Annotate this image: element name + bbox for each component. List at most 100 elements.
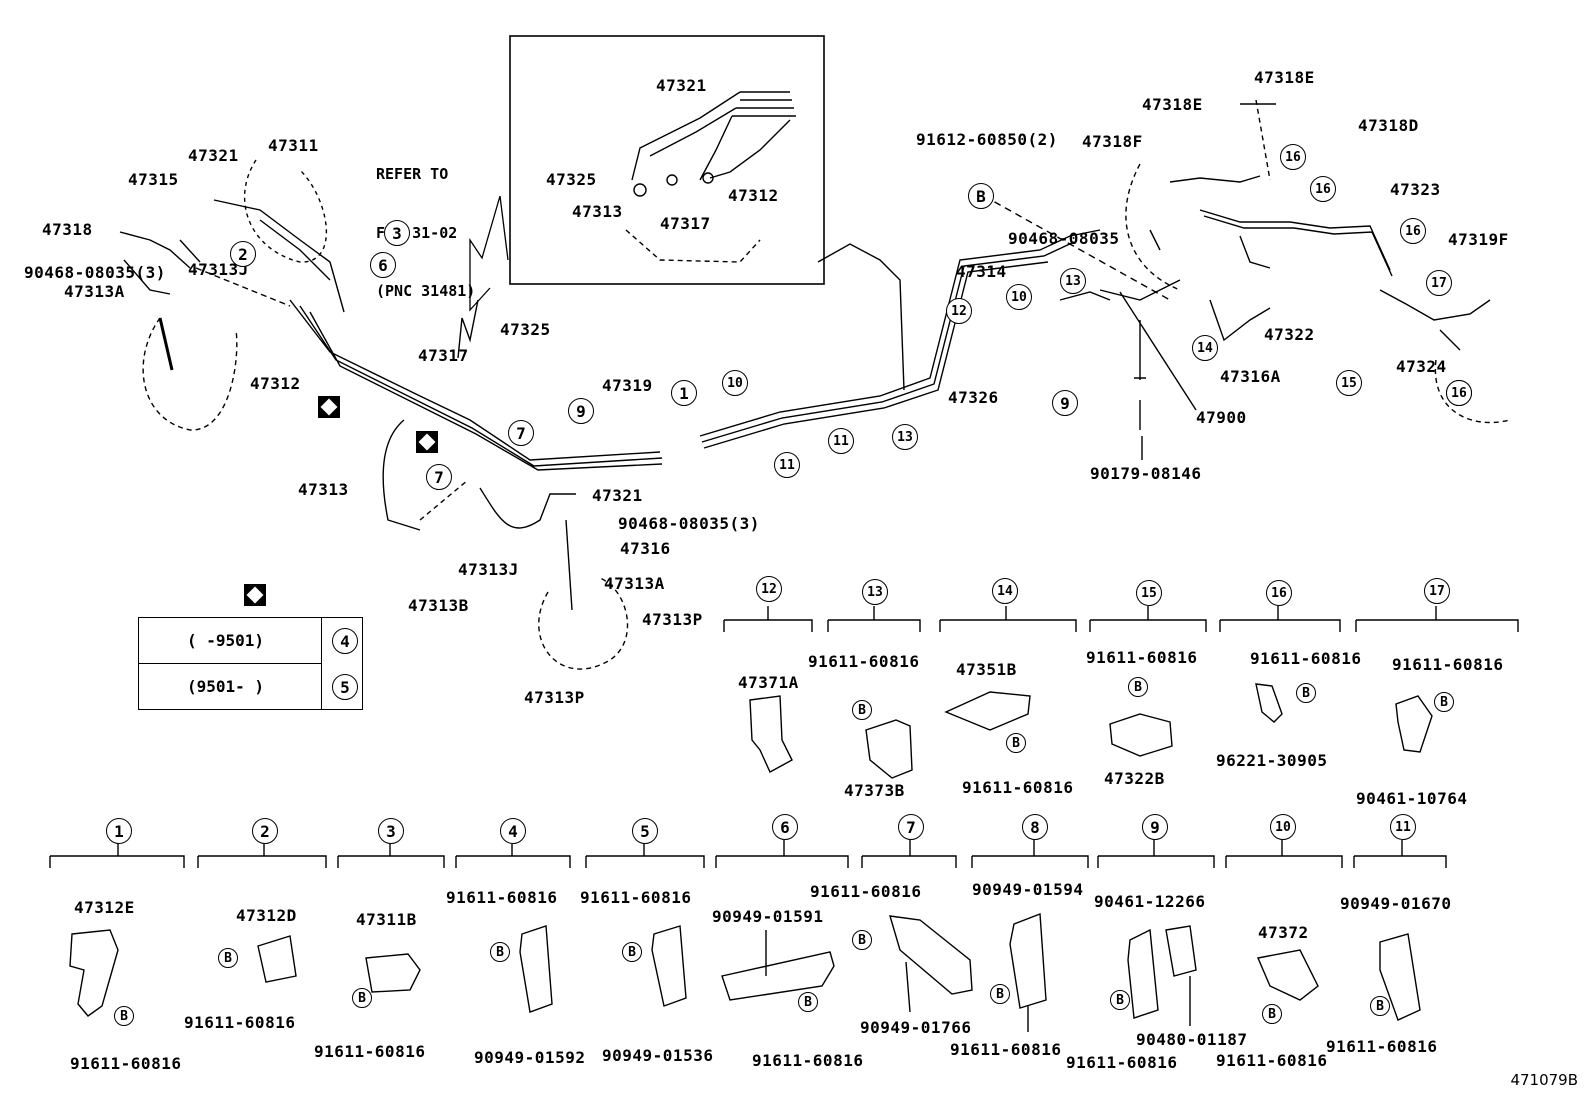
part-number-label: 47351B: [956, 660, 1017, 679]
legend-row-2: (9501- ): [139, 664, 322, 710]
callout-number: 14: [992, 578, 1018, 604]
part-number-label: 47325: [500, 320, 551, 339]
bolt-marker: B: [490, 942, 510, 962]
part-number-label: 91611-60816: [70, 1054, 182, 1073]
part-number-label: 47326: [948, 388, 999, 407]
part-number-label: 91612-60850(2): [916, 130, 1058, 149]
bolt-marker: B: [1262, 1004, 1282, 1024]
part-number-label: 47318F: [1082, 132, 1143, 151]
part-number-label: 91611-60816: [1326, 1037, 1438, 1056]
part-number-label: 47312D: [236, 906, 297, 925]
part-number-label: 47313P: [524, 688, 585, 707]
callout-number: 16: [1266, 580, 1292, 606]
legend-row-1: ( -9501): [139, 618, 322, 664]
callout-number: 12: [946, 298, 972, 324]
bolt-marker: B: [1434, 692, 1454, 712]
bolt-marker: B: [852, 930, 872, 950]
part-number-label: 47324: [1396, 357, 1447, 376]
bolt-marker: B: [114, 1006, 134, 1026]
part-number-label: 91611-60816: [1250, 649, 1362, 668]
part-number-label: 47321: [592, 486, 643, 505]
callout-number: 7: [508, 420, 534, 446]
callout-number: 9: [1142, 814, 1168, 840]
part-number-label: 47371A: [738, 673, 799, 692]
callout-number: 3: [384, 220, 410, 246]
bolt-marker: B: [1006, 733, 1026, 753]
part-number-label: 91611-60816: [1066, 1053, 1178, 1072]
part-number-label: 90949-01536: [602, 1046, 714, 1065]
callout-number: 2: [252, 818, 278, 844]
callout-number: 17: [1424, 578, 1450, 604]
part-number-label: 47313: [572, 202, 623, 221]
bolt-marker: B: [1110, 990, 1130, 1010]
part-number-label: 47312: [250, 374, 301, 393]
part-number-label: 90949-01592: [474, 1048, 586, 1067]
refer-line-1: REFER TO: [376, 165, 449, 183]
part-number-label: 47314: [956, 262, 1007, 281]
bolt-marker: B: [1296, 683, 1316, 703]
part-number-label: 47318E: [1254, 68, 1315, 87]
callout-number: 1: [671, 380, 697, 406]
legend-table: ( -9501) (9501- ) 4 5: [138, 617, 363, 710]
legend-callout-1: 4: [332, 628, 358, 654]
callout-number: 16: [1400, 218, 1426, 244]
callout-number: 11: [1390, 814, 1416, 840]
bolt-marker: B: [990, 984, 1010, 1004]
part-number-label: 47318E: [1142, 95, 1203, 114]
callout-number: 5: [632, 818, 658, 844]
callout-number: 2: [230, 241, 256, 267]
part-number-label: 47312E: [74, 898, 135, 917]
diamond-marker: [318, 396, 340, 418]
part-number-label: 47321: [188, 146, 239, 165]
callout-number: 1: [106, 818, 132, 844]
part-number-label: 91611-60816: [1086, 648, 1198, 667]
refer-line-3: (PNC 31481): [376, 282, 476, 300]
callout-number: 6: [370, 252, 396, 278]
part-number-label: 96221-30905: [1216, 751, 1328, 770]
callout-number: 13: [892, 424, 918, 450]
part-number-label: 47313A: [64, 282, 125, 301]
part-number-label: 47312: [728, 186, 779, 205]
part-number-label: 47313: [298, 480, 349, 499]
bolt-marker: B: [622, 942, 642, 962]
part-number-label: 91611-60816: [314, 1042, 426, 1061]
part-number-label: 47317: [418, 346, 469, 365]
callout-number: 11: [774, 452, 800, 478]
part-number-label: 47319: [602, 376, 653, 395]
callout-number: 7: [426, 464, 452, 490]
part-number-label: 47317: [660, 214, 711, 233]
part-number-label: 90480-01187: [1136, 1030, 1248, 1049]
part-number-label: 90949-01594: [972, 880, 1084, 899]
part-number-label: 47313J: [188, 260, 249, 279]
callout-number: 16: [1280, 144, 1306, 170]
bolt-marker: B: [352, 988, 372, 1008]
diamond-marker: [244, 584, 266, 606]
callout-number: 7: [898, 814, 924, 840]
part-number-label: 47318: [42, 220, 93, 239]
part-number-label: 91611-60816: [810, 882, 922, 901]
part-number-label: 91611-60816: [752, 1051, 864, 1070]
part-number-label: 90468-08035: [1008, 229, 1120, 248]
callout-number: 10: [1270, 814, 1296, 840]
part-number-label: 91611-60816: [580, 888, 692, 907]
part-number-label: 90949-01591: [712, 907, 824, 926]
bolt-marker: B: [852, 700, 872, 720]
bolt-marker: B: [1128, 677, 1148, 697]
part-number-label: 47373B: [844, 781, 905, 800]
part-number-label: 47313P: [642, 610, 703, 629]
bolt-marker: B: [798, 992, 818, 1012]
callout-number: 15: [1136, 580, 1162, 606]
part-number-label: 91611-60816: [184, 1013, 296, 1032]
part-number-label: 90461-10764: [1356, 789, 1468, 808]
callout-number: 13: [862, 579, 888, 605]
callout-number: 14: [1192, 335, 1218, 361]
callout-number: 13: [1060, 268, 1086, 294]
callout-number: 9: [1052, 390, 1078, 416]
part-number-label: 91611-60816: [962, 778, 1074, 797]
part-number-label: 91611-60816: [1216, 1051, 1328, 1070]
part-number-label: 47322B: [1104, 769, 1165, 788]
part-number-label: 91611-60816: [950, 1040, 1062, 1059]
part-number-label: 47311: [268, 136, 319, 155]
